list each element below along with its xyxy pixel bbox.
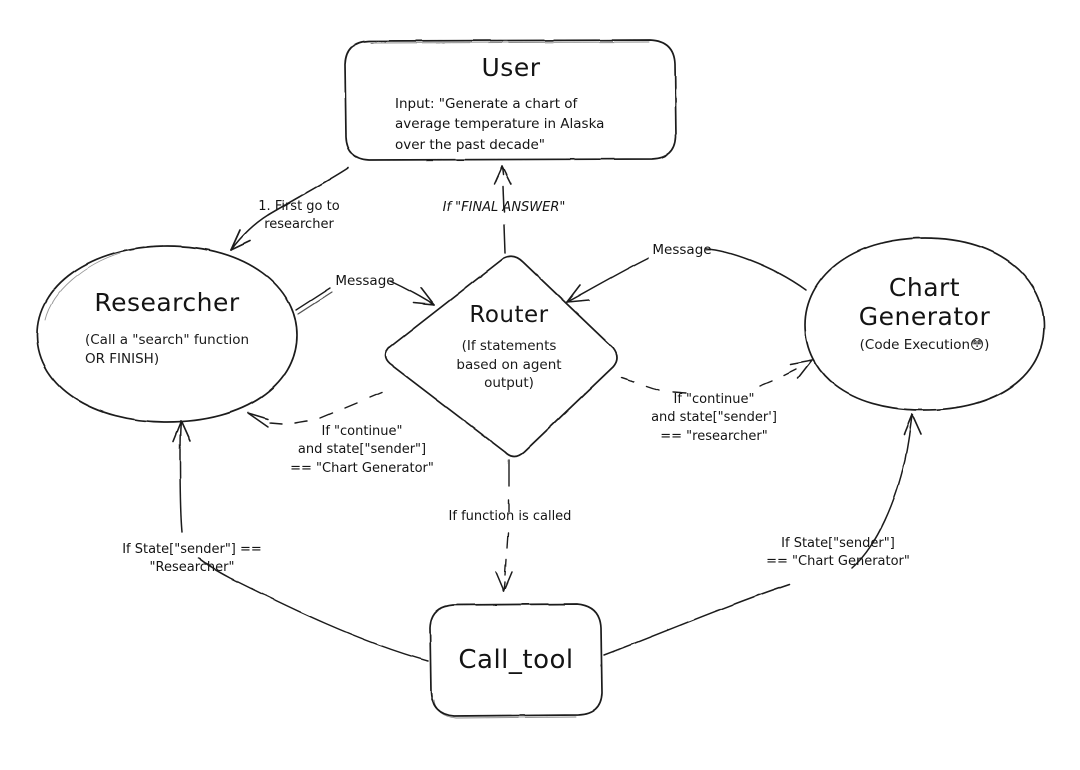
edge-router-to-chart-generator	[621, 359, 813, 394]
node-chart-generator-outline[interactable]	[804, 237, 1045, 411]
node-router-outline[interactable]	[384, 255, 618, 458]
edge-chart-generator-to-router	[566, 248, 807, 303]
edge-call-tool-to-researcher	[172, 420, 429, 662]
edge-user-to-researcher	[230, 167, 349, 251]
edge-researcher-to-router	[295, 280, 435, 315]
edge-router-to-user	[493, 165, 512, 254]
node-call-tool-outline[interactable]	[429, 603, 603, 719]
node-researcher-outline[interactable]	[36, 245, 298, 423]
edge-router-to-researcher	[247, 391, 383, 428]
node-user-outline[interactable]	[344, 39, 677, 161]
edge-call-tool-to-chart-generator	[603, 413, 922, 656]
edge-router-to-call-tool	[495, 459, 513, 592]
